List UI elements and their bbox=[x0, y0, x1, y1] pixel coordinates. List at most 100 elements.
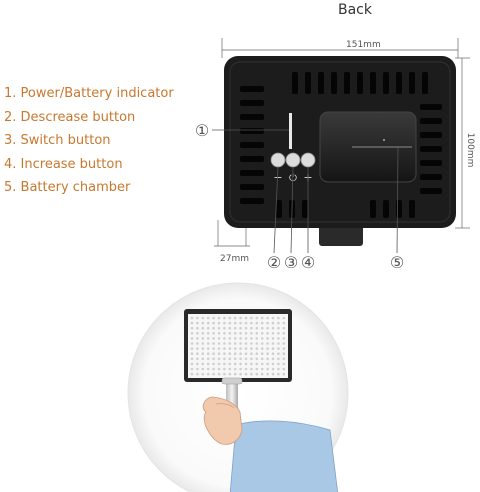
led-dot bbox=[244, 321, 248, 325]
led-dot bbox=[282, 326, 286, 330]
led-dot bbox=[201, 342, 205, 345]
legend-item-indicator: 1. Power/Battery indicator bbox=[4, 86, 174, 101]
led-dot bbox=[190, 337, 194, 340]
led-dot bbox=[228, 367, 232, 371]
led-dot bbox=[223, 321, 226, 325]
led-dot bbox=[233, 357, 237, 361]
led-dot bbox=[223, 332, 226, 335]
led-dot bbox=[196, 326, 199, 330]
led-dot bbox=[233, 367, 237, 371]
led-dot bbox=[250, 367, 253, 371]
led-dot bbox=[244, 316, 248, 320]
led-dot bbox=[282, 342, 286, 345]
led-dot bbox=[201, 332, 205, 335]
led-dot bbox=[206, 362, 210, 366]
led-dot bbox=[239, 367, 242, 371]
led-dot bbox=[206, 372, 210, 376]
led-dot bbox=[233, 347, 237, 350]
led-dot bbox=[239, 347, 242, 350]
led-dot bbox=[190, 332, 194, 335]
led-dot bbox=[250, 342, 253, 345]
led-dot bbox=[190, 362, 194, 366]
led-dot bbox=[260, 372, 264, 376]
led-dot bbox=[282, 362, 286, 366]
increase-button[interactable] bbox=[300, 152, 316, 168]
led-dot bbox=[266, 362, 269, 366]
led-dot bbox=[255, 372, 259, 376]
led-dot bbox=[217, 362, 221, 366]
led-dot bbox=[217, 367, 221, 371]
led-dot bbox=[212, 357, 215, 361]
led-dot bbox=[228, 362, 232, 366]
led-dot bbox=[233, 326, 237, 330]
led-dot bbox=[201, 362, 205, 366]
led-dot bbox=[250, 352, 253, 356]
led-dot bbox=[223, 367, 226, 371]
led-dot bbox=[277, 357, 280, 361]
led-dot bbox=[190, 357, 194, 361]
led-dot bbox=[266, 316, 269, 320]
led-dot bbox=[250, 362, 253, 366]
callout-5: ⑤ bbox=[390, 253, 404, 272]
led-dot bbox=[244, 326, 248, 330]
led-dot bbox=[206, 357, 210, 361]
led-dot bbox=[271, 357, 275, 361]
led-dot bbox=[239, 332, 242, 335]
led-dot bbox=[196, 347, 199, 350]
led-dot bbox=[206, 337, 210, 340]
led-dot bbox=[212, 326, 215, 330]
led-dot bbox=[217, 321, 221, 325]
led-dot bbox=[266, 321, 269, 325]
led-dot bbox=[260, 332, 264, 335]
led-dot bbox=[233, 332, 237, 335]
led-dot bbox=[277, 347, 280, 350]
callout-2: ② bbox=[267, 253, 281, 272]
led-dot bbox=[282, 347, 286, 350]
led-dot bbox=[271, 372, 275, 376]
led-dot bbox=[212, 347, 215, 350]
led-dot bbox=[277, 316, 280, 320]
led-dot bbox=[217, 316, 221, 320]
depth-dimension-label: 27mm bbox=[220, 254, 249, 264]
leader-lines bbox=[212, 129, 399, 254]
led-array bbox=[188, 314, 288, 378]
led-dot bbox=[244, 367, 248, 371]
led-dot bbox=[250, 326, 253, 330]
led-dot bbox=[206, 332, 210, 335]
led-dot bbox=[255, 362, 259, 366]
switch-button[interactable] bbox=[285, 152, 301, 168]
legend-item-switch: 3. Switch button bbox=[4, 133, 111, 148]
led-dot bbox=[223, 337, 226, 340]
led-dot bbox=[255, 367, 259, 371]
led-dot bbox=[250, 316, 253, 320]
led-dot bbox=[282, 316, 286, 320]
led-dot bbox=[277, 337, 280, 340]
led-dot bbox=[212, 321, 215, 325]
led-dot bbox=[266, 357, 269, 361]
led-dot bbox=[271, 337, 275, 340]
decrease-button[interactable] bbox=[270, 152, 286, 168]
led-dot bbox=[190, 342, 194, 345]
led-dot bbox=[190, 372, 194, 376]
led-dot bbox=[217, 347, 221, 350]
led-dot bbox=[223, 357, 226, 361]
led-dot bbox=[228, 316, 232, 320]
led-dot bbox=[212, 362, 215, 366]
led-dot bbox=[239, 362, 242, 366]
led-dot bbox=[255, 342, 259, 345]
led-dot bbox=[206, 352, 210, 356]
led-dot bbox=[239, 337, 242, 340]
led-dot bbox=[239, 357, 242, 361]
led-dot bbox=[255, 321, 259, 325]
led-dot bbox=[196, 321, 199, 325]
callout-1: ① bbox=[195, 121, 209, 140]
led-dot bbox=[196, 362, 199, 366]
led-dot bbox=[271, 321, 275, 325]
led-dot bbox=[277, 362, 280, 366]
led-dot bbox=[233, 321, 237, 325]
led-dot bbox=[277, 372, 280, 376]
led-dot bbox=[266, 367, 269, 371]
led-dot bbox=[196, 367, 199, 371]
led-dot bbox=[255, 316, 259, 320]
led-dot bbox=[196, 332, 199, 335]
